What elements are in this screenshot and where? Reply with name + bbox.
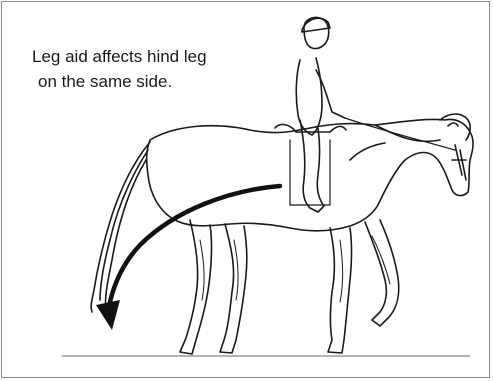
hind-leg-far [220, 224, 247, 353]
rider-arm [316, 70, 345, 118]
rider-helmet [302, 18, 330, 32]
shoulder-line [350, 143, 385, 160]
mane-line [375, 125, 440, 141]
horse-eye [448, 123, 458, 126]
saddle-flap [290, 140, 330, 205]
rider-leg [300, 120, 324, 212]
curved-arrow-icon [96, 186, 280, 330]
fore-leg-near [328, 228, 352, 353]
reins [345, 118, 455, 150]
hind-leg-near [180, 220, 212, 354]
horse-body [147, 119, 473, 230]
fore-leg-far-raised [365, 220, 399, 326]
